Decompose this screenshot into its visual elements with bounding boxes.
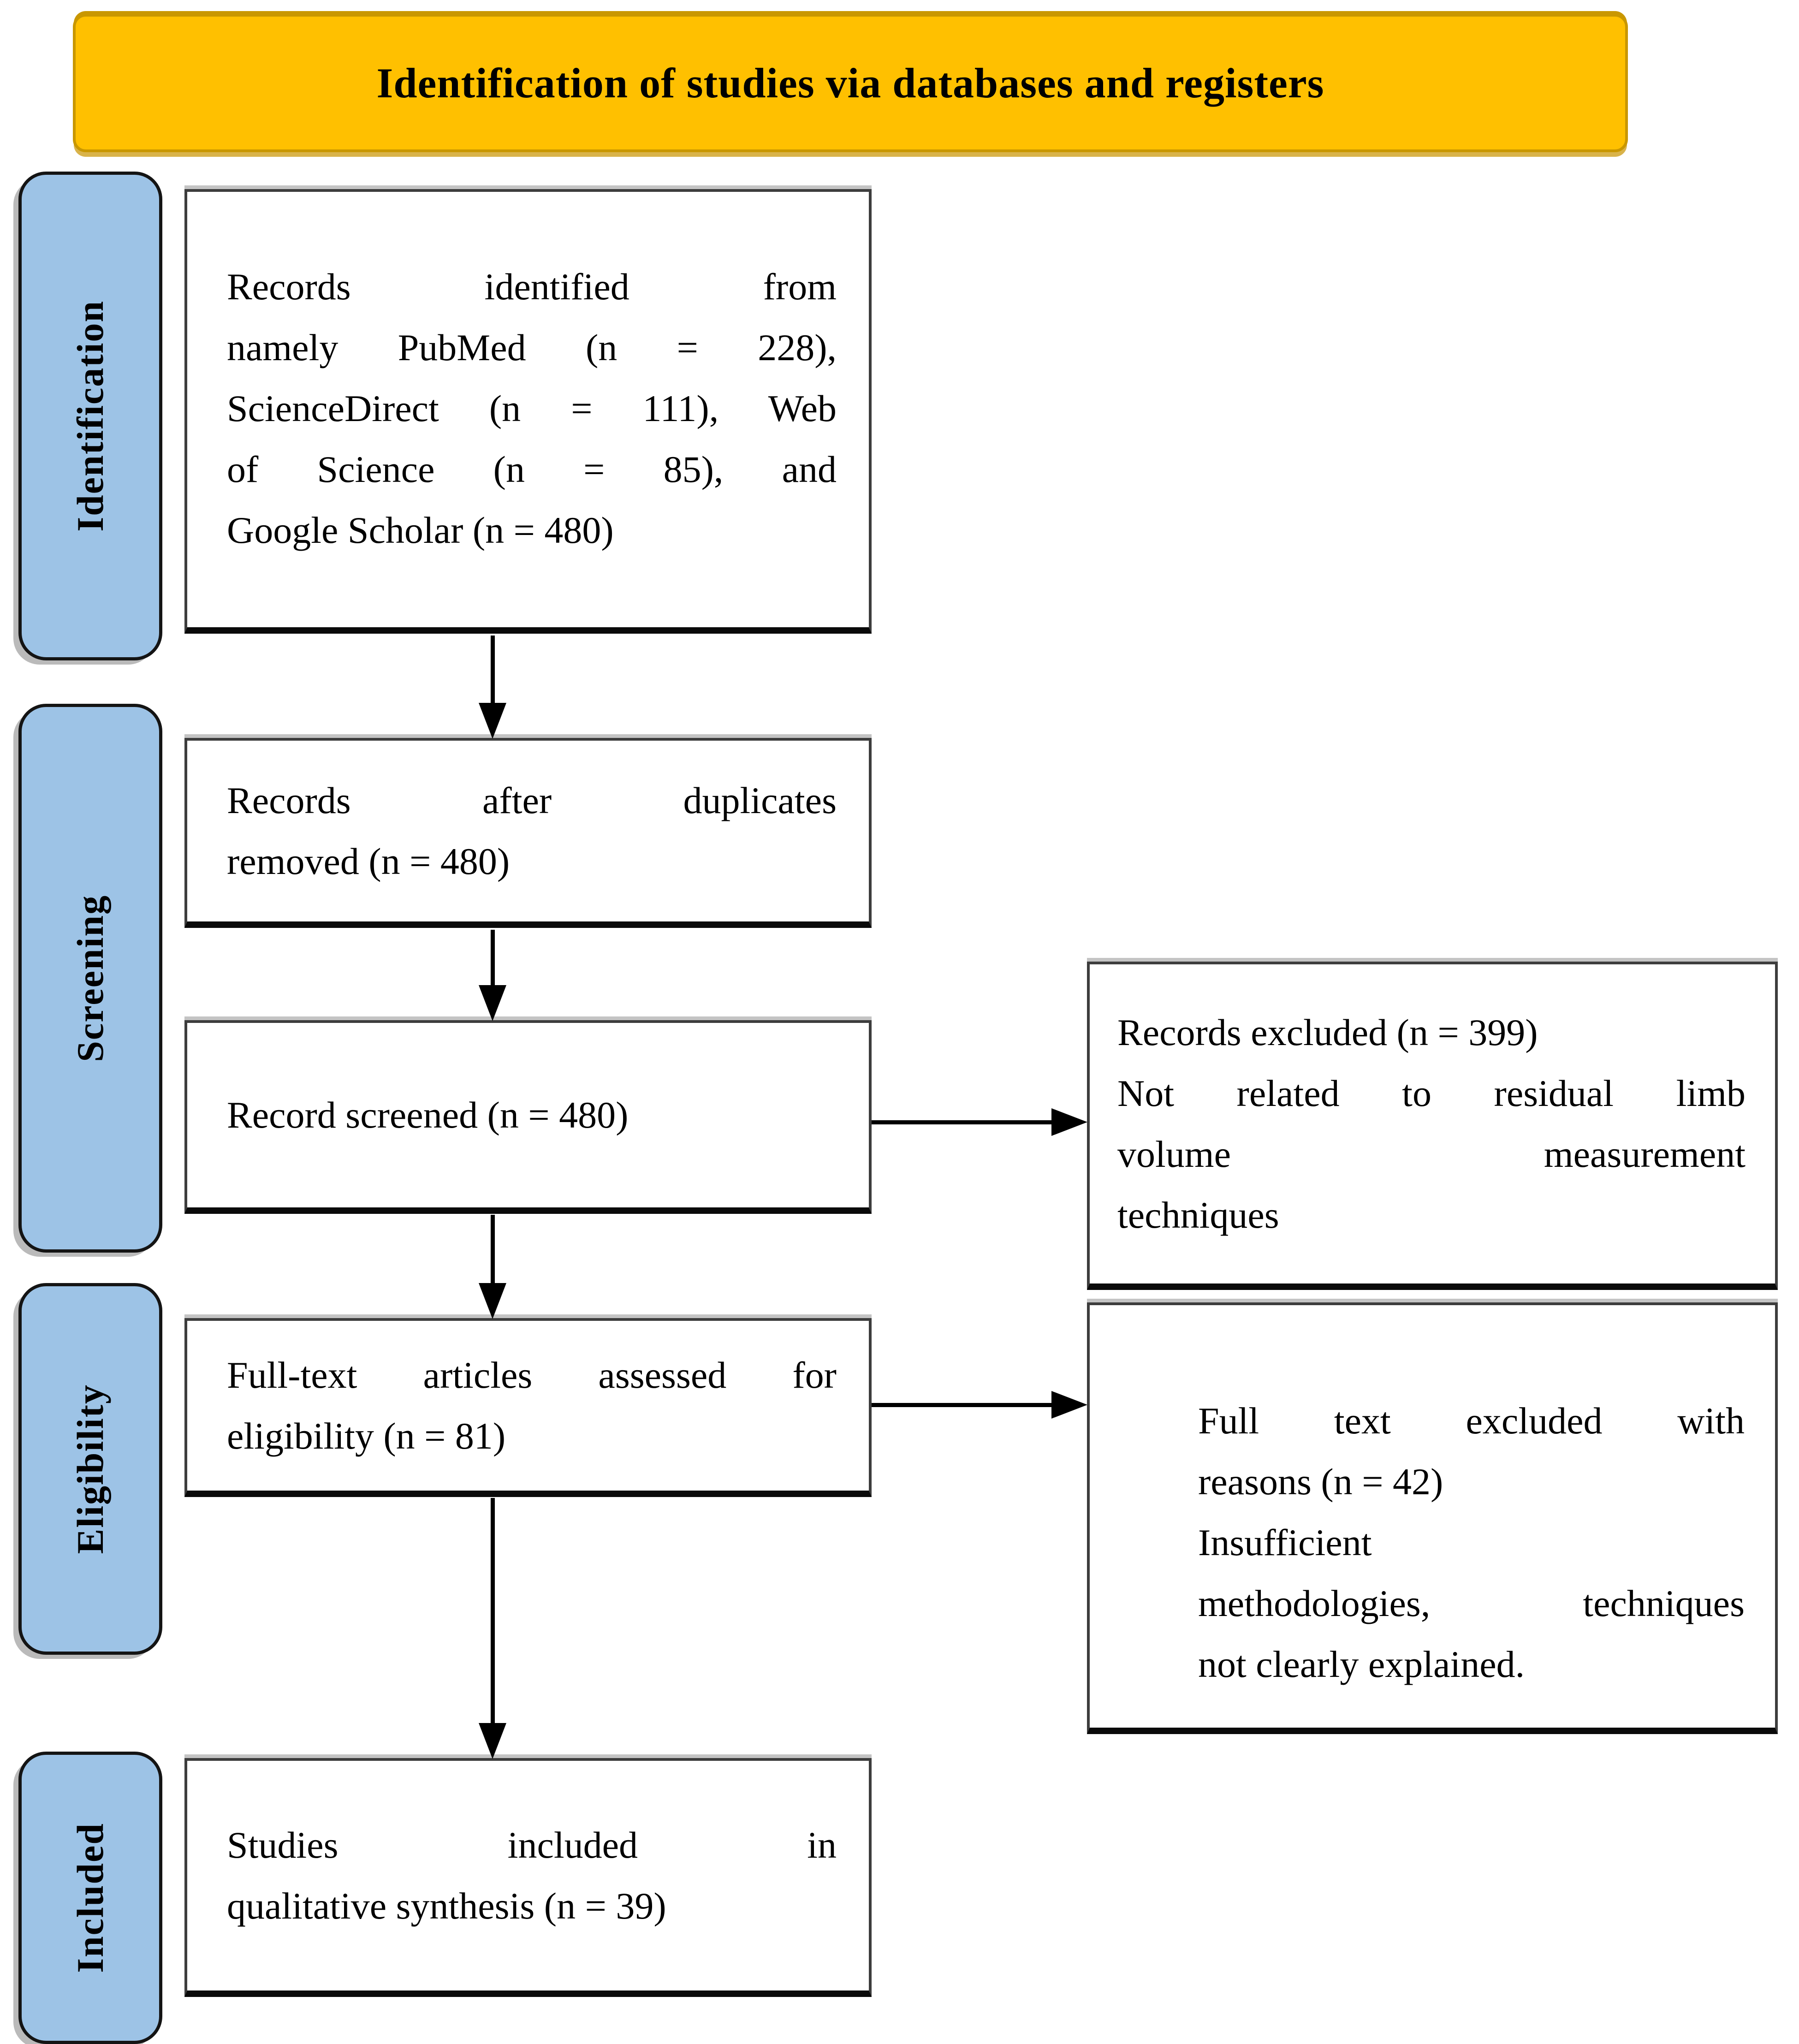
box-records-identified: Records identified from namely PubMed (n… [184,189,872,634]
box-records-screened-text: Record screened (n = 480) [227,1094,629,1136]
arrow-down-icon [479,703,506,739]
stage-included-label: Included [69,1823,111,1973]
box-fulltext-excluded: Full text excluded with reasons (n = 42)… [1087,1302,1778,1734]
box-studies-included: Studies included in qualitative synthesi… [184,1758,872,1997]
arrow-line [491,1215,495,1285]
box-records-identified-text: Records identified from namely PubMed (n… [227,266,837,551]
diagram-title: Identification of studies via databases … [376,59,1324,107]
box-records-excluded: Records excluded (n = 399) Not related t… [1087,962,1778,1290]
stage-identification: Identification [18,172,162,660]
arrow-right-icon [1051,1391,1087,1419]
arrow-down-icon [479,1283,506,1319]
box-records-excluded-text: Records excluded (n = 399) Not related t… [1117,1011,1746,1236]
stage-identification-label: Identification [69,300,111,532]
arrow-down-icon [479,985,506,1021]
arrow-line [872,1403,1053,1407]
box-duplicates-removed-text: Records after duplicates removed (n = 48… [227,779,837,882]
arrow-line [491,930,495,988]
box-studies-included-text: Studies included in qualitative synthesi… [227,1824,837,1927]
arrow-line [491,636,495,706]
box-fulltext-excluded-text: Full text excluded with reasons (n = 42)… [1198,1400,1745,1685]
box-fulltext-assessed-text: Full-text articles assessed for eligibil… [227,1354,837,1457]
box-fulltext-assessed: Full-text articles assessed for eligibil… [184,1318,872,1497]
arrow-line [491,1498,495,1725]
stage-screening-label: Screening [69,894,111,1062]
arrow-line [872,1120,1053,1124]
box-records-screened: Record screened (n = 480) [184,1020,872,1214]
arrow-down-icon [479,1723,506,1759]
arrow-right-icon [1051,1108,1087,1136]
header-banner: Identification of studies via databases … [73,14,1628,152]
stage-included: Included [18,1752,162,2044]
box-duplicates-removed: Records after duplicates removed (n = 48… [184,738,872,928]
stage-eligibility: Eligibility [18,1283,162,1655]
stage-screening: Screening [18,704,162,1253]
stage-eligibility-label: Eligibility [69,1384,111,1554]
